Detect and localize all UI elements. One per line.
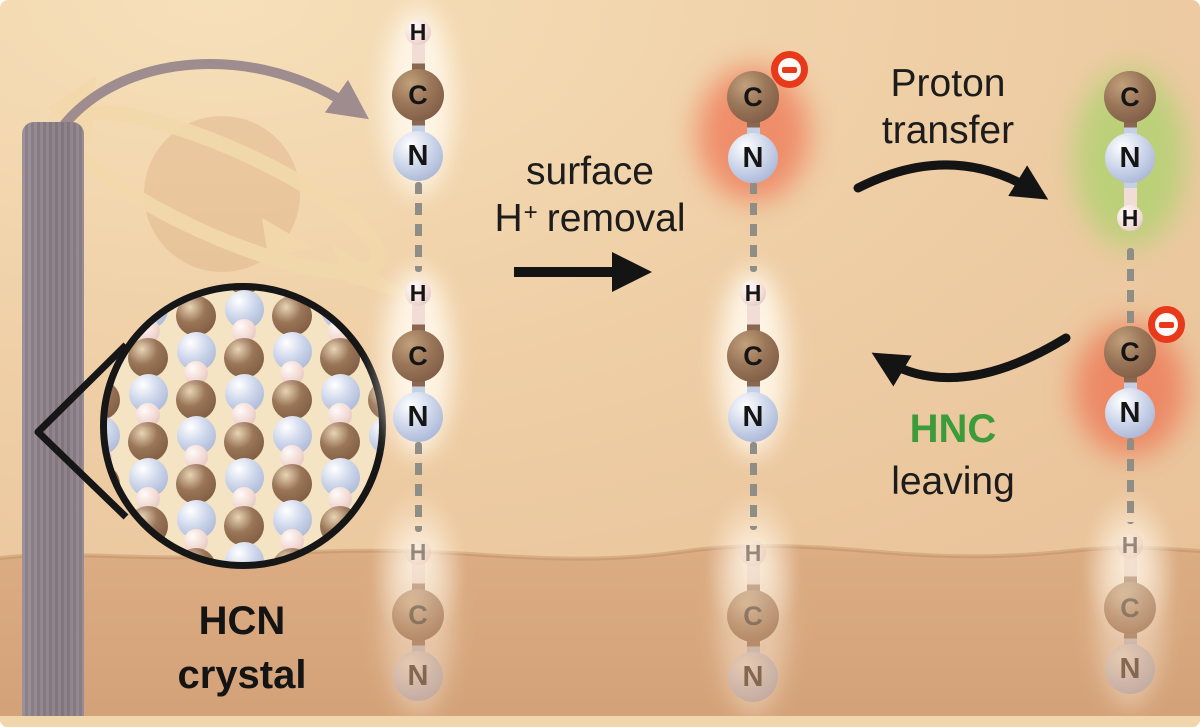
atom-label-C: C — [408, 599, 428, 630]
crystal-C-sphere — [100, 296, 120, 336]
minus-icon — [1159, 321, 1174, 328]
proton-transfer-arrow-icon — [853, 160, 1049, 200]
atom-label-N: N — [1119, 141, 1141, 174]
minus-icon — [782, 66, 797, 73]
crystal-N-sphere — [368, 331, 386, 371]
atom-N: N — [728, 392, 778, 442]
atom-H: H — [405, 539, 431, 565]
atom-label-C: C — [743, 81, 763, 112]
hnc-leaving-arrow-icon — [871, 333, 1071, 387]
atom-label-C: C — [1120, 592, 1140, 623]
atom-label-H: H — [1121, 204, 1139, 231]
atom-label-H: H — [409, 18, 427, 45]
atom-H: H — [740, 540, 766, 566]
hydrogen-bond — [749, 442, 757, 530]
atom-C: C — [727, 590, 779, 642]
atom-label-C: C — [408, 340, 428, 371]
crystal-C-sphere — [368, 296, 386, 336]
atom-label-C: C — [1120, 81, 1140, 112]
atom-N: N — [393, 651, 443, 701]
atom-label-N: N — [742, 400, 764, 433]
atom-C: C — [392, 330, 444, 382]
hydrogen-bond — [414, 182, 422, 272]
atom-label-N: N — [1119, 396, 1141, 429]
atom-label-H: H — [744, 279, 762, 306]
negative-charge-badge — [771, 51, 808, 88]
atom-C: C — [727, 330, 779, 382]
atom-N: N — [728, 652, 778, 702]
atom-H: H — [405, 19, 431, 45]
proton-transfer-label: Proton transfer — [881, 62, 1015, 152]
atom-label-H: H — [744, 539, 762, 566]
atom-label-N: N — [407, 659, 429, 692]
atom-label-C: C — [743, 340, 763, 371]
atom-C: C — [1104, 582, 1156, 634]
atom-label-H: H — [409, 279, 427, 306]
atom-label-H: H — [409, 538, 427, 565]
atom-label-N: N — [407, 139, 429, 172]
surface-removal-line2: H+removal — [494, 197, 686, 240]
atom-C: C — [1104, 71, 1156, 123]
atom-label-N: N — [742, 660, 764, 693]
hnc-label: HNC — [909, 407, 997, 451]
crystal-magnifier-ring — [100, 283, 386, 569]
atom-label-N: N — [407, 400, 429, 433]
atom-label-C: C — [408, 79, 428, 110]
planet-ghost — [144, 116, 300, 272]
hydrogen-bond — [1126, 438, 1134, 524]
atom-N: N — [393, 131, 443, 181]
atom-C: C — [392, 589, 444, 641]
atom-H: H — [405, 280, 431, 306]
atom-N: N — [393, 392, 443, 442]
atom-N: N — [1105, 133, 1155, 183]
crystal-N-sphere — [128, 541, 168, 569]
hydrogen-bond — [1126, 248, 1134, 328]
bottom-fade-strip — [0, 716, 1200, 727]
surface-removal-line1: surface — [526, 150, 654, 193]
atom-H: H — [740, 280, 766, 306]
plus-superscript: + — [523, 199, 538, 227]
atom-C: C — [1104, 326, 1156, 378]
atom-label-H: H — [1121, 531, 1139, 558]
crystal-C-sphere — [128, 283, 168, 294]
atom-C: C — [727, 71, 779, 123]
atom-N: N — [1105, 388, 1155, 438]
atom-label-C: C — [743, 600, 763, 631]
probe-pillar — [22, 122, 84, 727]
hydrogen-bond — [749, 182, 757, 272]
leaving-label: leaving — [891, 460, 1015, 503]
deposition-arrow-icon — [55, 59, 370, 135]
atom-N: N — [728, 133, 778, 183]
atom-C: C — [392, 69, 444, 121]
negative-charge-badge — [1148, 306, 1185, 343]
hcn-crystal-label: HCN crystal — [177, 599, 307, 697]
crystal-H-sphere — [376, 361, 386, 385]
atom-H: H — [1117, 205, 1143, 231]
atom-label-C: C — [1120, 336, 1140, 367]
atom-N: N — [1105, 644, 1155, 694]
hydrogen-bond — [414, 442, 422, 532]
atom-label-N: N — [1119, 652, 1141, 685]
surface-removal-label: surface H+removal — [440, 148, 740, 247]
crystal-N-sphere — [320, 541, 360, 569]
crystal-C-sphere — [100, 548, 120, 569]
atom-label-N: N — [742, 141, 764, 174]
pillar-texture — [22, 122, 84, 727]
saturn-ring-icon — [48, 76, 424, 304]
atom-H: H — [1117, 532, 1143, 558]
